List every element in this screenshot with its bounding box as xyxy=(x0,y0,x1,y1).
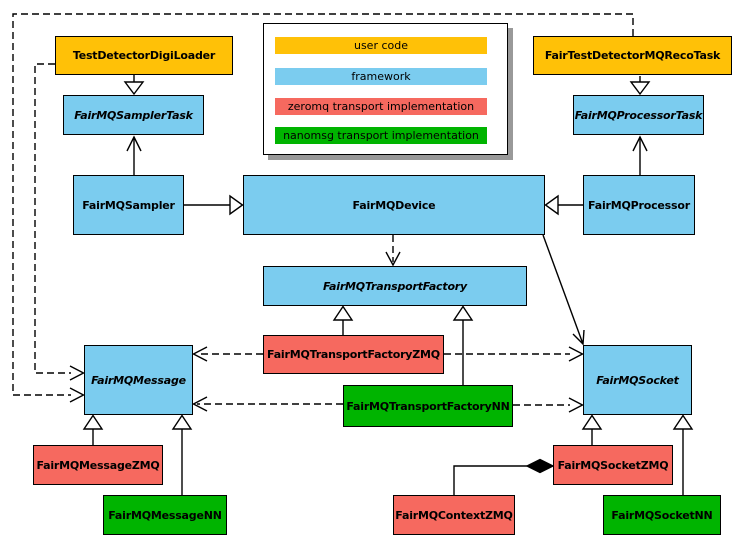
edge-digiloader-inherits-samplertask xyxy=(123,75,145,96)
edge-factorynn-to-socket-dashed xyxy=(513,397,585,413)
edge-factoryzmq-to-socket-dashed xyxy=(444,346,585,362)
legend-box: user code framework zeromq transport imp… xyxy=(263,23,508,155)
node-fairmq-transport-factory: FairMQTransportFactory xyxy=(263,266,527,306)
node-fairmq-message: FairMQMessage xyxy=(84,345,193,415)
node-fairmq-sampler: FairMQSampler xyxy=(73,175,184,235)
node-fairmq-device: FairMQDevice xyxy=(243,175,545,235)
edge-processor-inherits-device xyxy=(544,194,583,216)
edge-factoryzmq-to-message-dashed xyxy=(191,346,263,362)
node-fairmq-transport-factory-nn: FairMQTransportFactoryNN xyxy=(343,385,513,427)
edge-device-to-socket xyxy=(542,234,585,346)
node-fairmq-context-zmq: FairMQContextZMQ xyxy=(393,495,515,535)
node-fairmq-transport-factory-zmq: FairMQTransportFactoryZMQ xyxy=(263,335,444,374)
legend-label: nanomsg transport implementation xyxy=(283,129,479,142)
node-fairmq-sampler-task: FairMQSamplerTask xyxy=(63,95,204,135)
edge-factoryzmq-inherits-factory xyxy=(332,305,354,335)
legend-item-zeromq: zeromq transport implementation xyxy=(275,98,487,115)
node-test-detector-digi-loader: TestDetectorDigiLoader xyxy=(55,36,233,75)
edge-messagezmq-inherits-message xyxy=(82,414,104,445)
legend-label: user code xyxy=(353,39,409,52)
node-fairmq-socket-nn: FairMQSocketNN xyxy=(603,495,721,535)
node-fair-test-detector-mq-reco-task: FairTestDetectorMQRecoTask xyxy=(533,36,732,75)
edge-socketnn-inherits-socket xyxy=(672,414,694,495)
legend-label: zeromq transport implementation xyxy=(287,100,475,113)
edge-messagenn-inherits-message xyxy=(171,414,193,495)
edge-device-to-factory-dashed xyxy=(385,235,401,267)
legend-item-user-code: user code xyxy=(275,37,487,54)
edge-processor-to-processortask xyxy=(632,135,648,175)
edge-sampler-to-samplertask xyxy=(126,135,142,175)
node-fairmq-socket: FairMQSocket xyxy=(583,345,692,415)
legend-label: framework xyxy=(351,70,411,83)
node-fairmq-message-zmq: FairMQMessageZMQ xyxy=(33,445,163,485)
edge-socketzmq-inherits-socket xyxy=(581,414,603,445)
legend-item-nanomsg: nanomsg transport implementation xyxy=(275,127,487,144)
edge-sampler-inherits-device xyxy=(184,194,244,216)
node-fairmq-socket-zmq: FairMQSocketZMQ xyxy=(553,445,673,485)
edge-recotask-inherits-processortask xyxy=(629,76,651,96)
edge-factorynn-to-message-dashed xyxy=(191,396,343,412)
edge-factorynn-inherits-factory xyxy=(452,305,474,385)
node-fairmq-processor-task: FairMQProcessorTask xyxy=(573,95,704,135)
legend-item-framework: framework xyxy=(275,68,487,85)
node-fairmq-processor: FairMQProcessor xyxy=(583,175,695,235)
edge-socketzmq-composes-contextzmq xyxy=(453,458,555,495)
node-fairmq-message-nn: FairMQMessageNN xyxy=(103,495,227,535)
